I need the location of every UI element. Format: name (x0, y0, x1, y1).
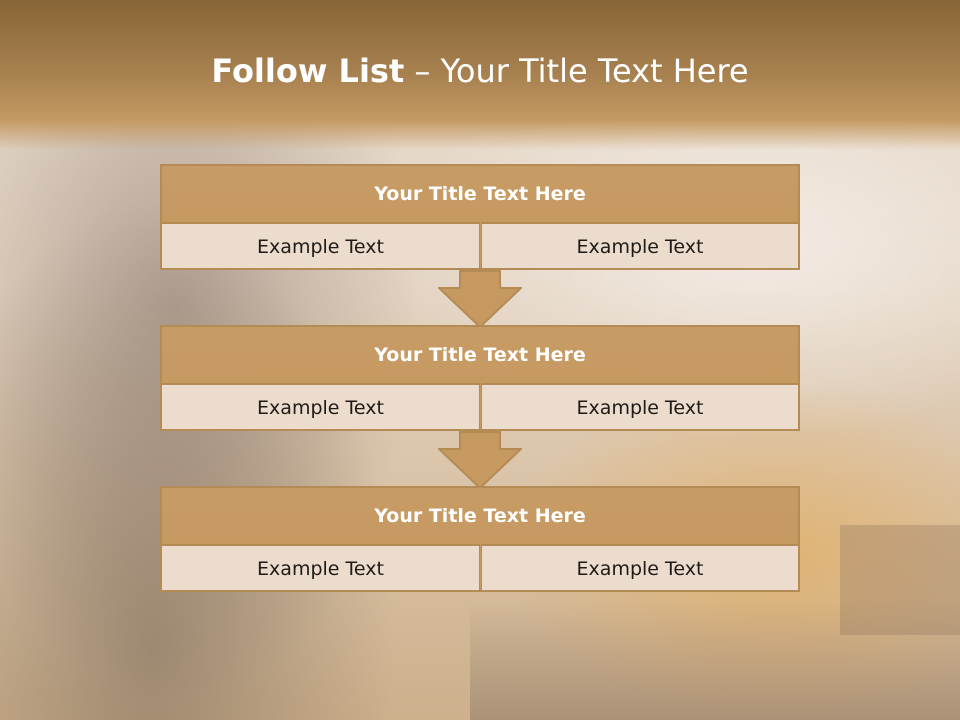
block-title[interactable]: Your Title Text Here (162, 166, 798, 222)
block-cell-left[interactable]: Example Text (162, 222, 480, 268)
slide-title-bold: Follow List (211, 52, 405, 90)
block-cell-left[interactable]: Example Text (162, 383, 480, 429)
block-title[interactable]: Your Title Text Here (162, 327, 798, 383)
block-cell-right[interactable]: Example Text (481, 544, 798, 590)
slide-title-rest: – Your Title Text Here (404, 52, 749, 90)
block-cell-left[interactable]: Example Text (162, 544, 480, 590)
down-arrow-icon (438, 270, 522, 328)
block-cell-right[interactable]: Example Text (481, 222, 798, 268)
down-arrow-icon (438, 431, 522, 489)
list-block-3: Your Title Text Here Example Text Exampl… (160, 486, 800, 592)
background-crowd (470, 600, 960, 720)
block-cell-right[interactable]: Example Text (481, 383, 798, 429)
background-storefront (840, 525, 960, 635)
header-band (0, 0, 960, 150)
list-block-2: Your Title Text Here Example Text Exampl… (160, 325, 800, 431)
slide-title: Follow List – Your Title Text Here (0, 52, 960, 90)
block-title[interactable]: Your Title Text Here (162, 488, 798, 544)
list-block-1: Your Title Text Here Example Text Exampl… (160, 164, 800, 270)
